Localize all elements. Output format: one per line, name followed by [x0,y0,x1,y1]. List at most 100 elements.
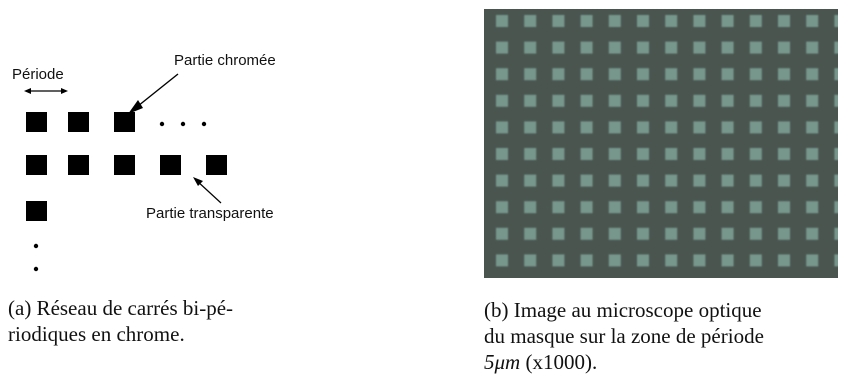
microscope-square [665,121,678,134]
microscope-square [608,201,621,214]
microscope-square [524,174,537,187]
caption-b-math: 5μm [484,350,521,374]
microscope-square [693,174,706,187]
microscope-square-array [484,9,838,278]
microscope-square [834,121,838,134]
microscope-square [496,174,508,187]
microscope-square [524,227,537,240]
microscope-square [665,68,678,81]
microscope-square [524,254,537,267]
microscope-square [496,68,508,81]
microscope-square [637,68,649,81]
microscope-square [637,227,649,240]
microscope-square [806,227,819,240]
caption-b-line3: 5μm (x1000). [484,349,850,375]
continuation-dot [33,243,39,249]
microscope-square [806,148,819,160]
microscope-square [834,94,838,107]
microscope-square [608,227,621,240]
microscope-square [608,15,621,27]
microscope-square [580,201,593,214]
microscope-square [552,148,565,160]
chrome-square [68,155,89,175]
microscope-square [608,121,621,134]
microscope-square [778,227,790,240]
microscope-square [524,121,537,134]
panel-a-diagram: Période Partie chromée Partie transparen… [8,52,276,346]
microscope-square [580,227,593,240]
microscope-square [496,227,508,240]
chrome-square [114,112,135,132]
microscope-square [496,121,508,134]
microscope-image [484,9,838,278]
microscope-square [749,15,762,27]
microscope-square [778,68,790,81]
microscope-square [665,148,678,160]
microscope-square [524,15,537,27]
microscope-square [552,41,565,54]
microscope-square [778,254,790,267]
microscope-square [749,227,762,240]
microscope-square [806,15,819,27]
microscope-square [721,227,734,240]
chrome-part-label: Partie chromée [174,52,276,69]
microscope-square [524,41,537,54]
microscope-square [721,68,734,81]
microscope-square [806,94,819,107]
microscope-square [693,201,706,214]
microscope-square [637,121,649,134]
microscope-square [608,41,621,54]
microscope-square [496,254,508,267]
microscope-square [749,41,762,54]
microscope-square [580,41,593,54]
chrome-square [160,155,181,175]
microscope-square [693,94,706,107]
microscope-square [524,68,537,81]
period-arrow [24,88,68,94]
microscope-square [721,41,734,54]
microscope-square [693,41,706,54]
microscope-square [552,94,565,107]
transparent-part-label: Partie transparente [146,205,274,222]
microscope-square [749,201,762,214]
caption-b: (b) Image au microscope optique du masqu… [484,297,850,375]
microscope-square [693,254,706,267]
microscope-square [608,174,621,187]
microscope-square [693,148,706,160]
microscope-square [496,15,508,27]
microscope-square [580,68,593,81]
transparent-part-arrow [193,177,222,204]
microscope-square [721,15,734,27]
microscope-square [778,174,790,187]
microscope-square [749,148,762,160]
caption-b-line3-rest: (x1000). [520,350,598,374]
microscope-square [778,94,790,107]
microscope-square [552,68,565,81]
microscope-square [778,121,790,134]
microscope-square [834,148,838,160]
microscope-square [749,94,762,107]
chrome-square [26,201,47,221]
microscope-square [637,41,649,54]
microscope-square [721,254,734,267]
microscope-square [665,94,678,107]
microscope-square [552,254,565,267]
microscope-square [552,15,565,27]
microscope-square [552,201,565,214]
microscope-square [721,121,734,134]
microscope-square [721,174,734,187]
chrome-square [26,155,47,175]
microscope-square [693,227,706,240]
microscope-square [806,68,819,81]
caption-b-line1: (b) Image au microscope optique [484,298,762,322]
microscope-square [496,201,508,214]
microscope-square [524,201,537,214]
microscope-square [637,94,649,107]
square-grid-schematic: Période Partie chromée Partie transparen… [12,52,276,272]
chrome-square [68,112,89,132]
microscope-square [778,201,790,214]
microscope-square [580,254,593,267]
chrome-square [26,112,47,132]
microscope-squares [496,15,838,267]
microscope-square [496,41,508,54]
